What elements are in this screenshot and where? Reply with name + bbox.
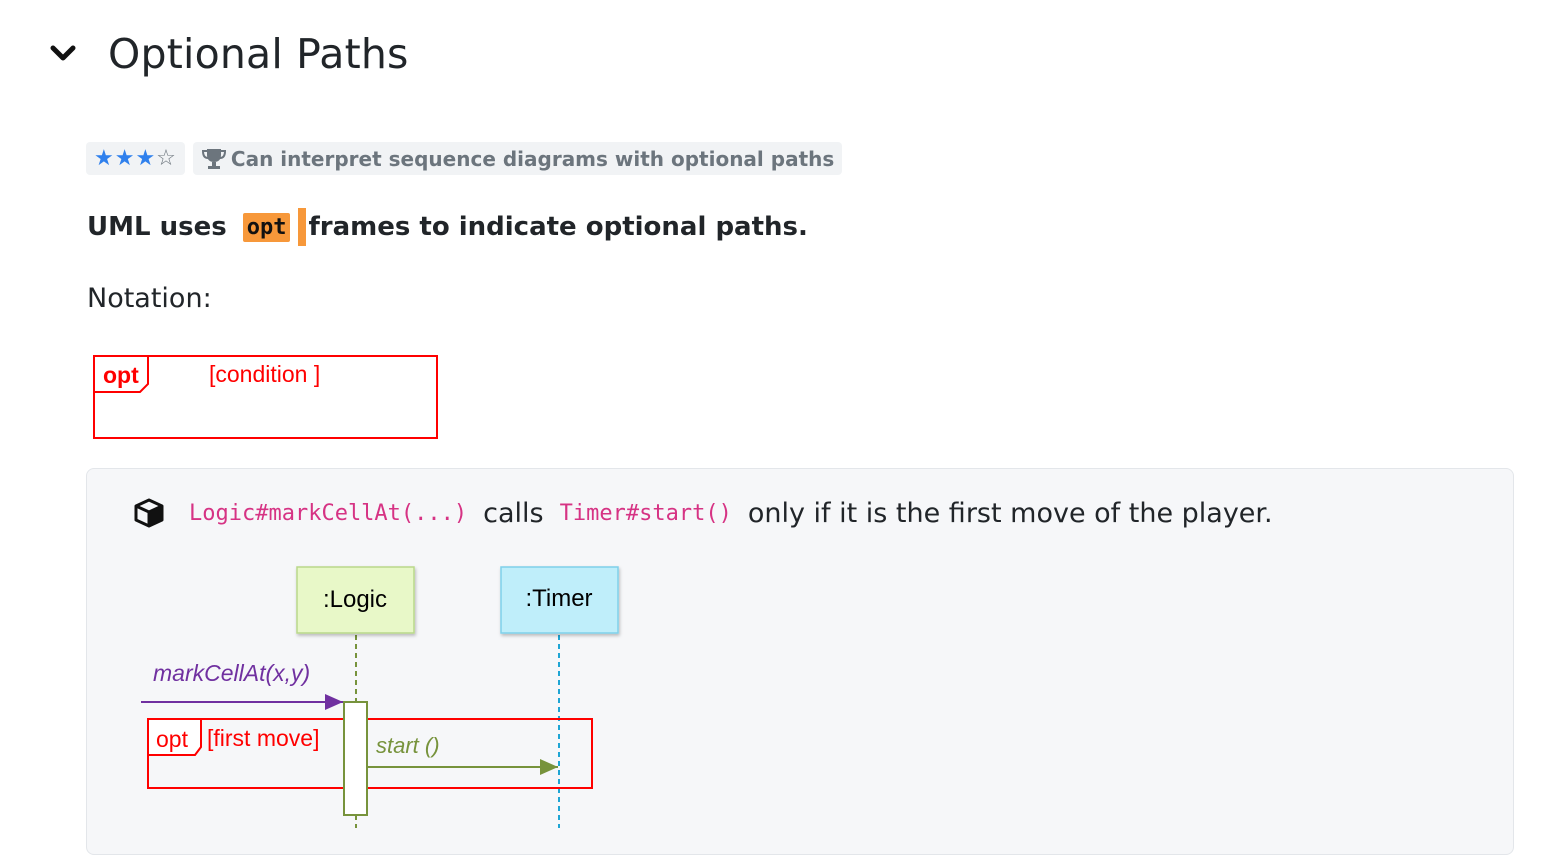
opt-code-highlight: opt [242, 212, 291, 242]
lead-after: frames to indicate optional paths. [308, 212, 808, 242]
opt-keyword: opt [156, 726, 189, 752]
difficulty-badge: ★★★☆ [86, 142, 185, 175]
notation-frame [93, 355, 438, 439]
timer-lifeline-head [500, 566, 619, 634]
logic-lifeline-head [296, 566, 415, 634]
code-logic-markcellat: Logic#markCellAt(...) [189, 500, 468, 526]
logic-activation-bar [343, 701, 368, 816]
example-description: Logic#markCellAt(...) calls Timer#start(… [133, 497, 1281, 529]
notation-frame-diagram: opt [condition ] [93, 355, 438, 439]
opt-condition: [first move] [207, 725, 319, 751]
lead-text: UML uses opt frames to indicate optional… [87, 208, 808, 246]
outcome-badge: Can interpret sequence diagrams with opt… [192, 142, 843, 175]
badges-row: ★★★☆ Can interpret sequence diagrams wit… [86, 142, 843, 175]
sequence-diagram: :Logic :Timer markCellAt(x,y) opt [first… [141, 566, 619, 828]
text-condition: only if it is the first move of the play… [747, 497, 1273, 529]
highlight-bar [298, 208, 307, 246]
logic-label: :Logic [323, 586, 387, 613]
star-filled-icons: ★★★ [94, 146, 157, 171]
notation-frame-tab [93, 355, 149, 393]
section-title: Optional Paths [108, 30, 409, 78]
cube-icon [134, 498, 164, 528]
star-empty-icon: ☆ [156, 146, 177, 171]
notation-condition: [condition ] [209, 361, 320, 387]
section-header[interactable]: Optional Paths [48, 26, 409, 82]
trophy-icon [201, 148, 226, 169]
notation-label: Notation: [87, 283, 212, 314]
code-timer-start: Timer#start() [559, 500, 732, 526]
example-box: Logic#markCellAt(...) calls Timer#start(… [86, 468, 1514, 855]
markcellat-label: markCellAt(x,y) [153, 660, 310, 686]
chevron-down-icon[interactable] [48, 39, 78, 69]
outcome-text: Can interpret sequence diagrams with opt… [230, 146, 835, 171]
text-calls: calls [483, 497, 544, 529]
lead-before: UML uses [87, 212, 227, 242]
opt-frame-tab [147, 718, 202, 756]
notation-opt-keyword: opt [103, 362, 139, 388]
timer-label: :Timer [525, 585, 592, 612]
star-rating: ★★★☆ [94, 146, 177, 171]
start-label: start () [376, 733, 440, 758]
